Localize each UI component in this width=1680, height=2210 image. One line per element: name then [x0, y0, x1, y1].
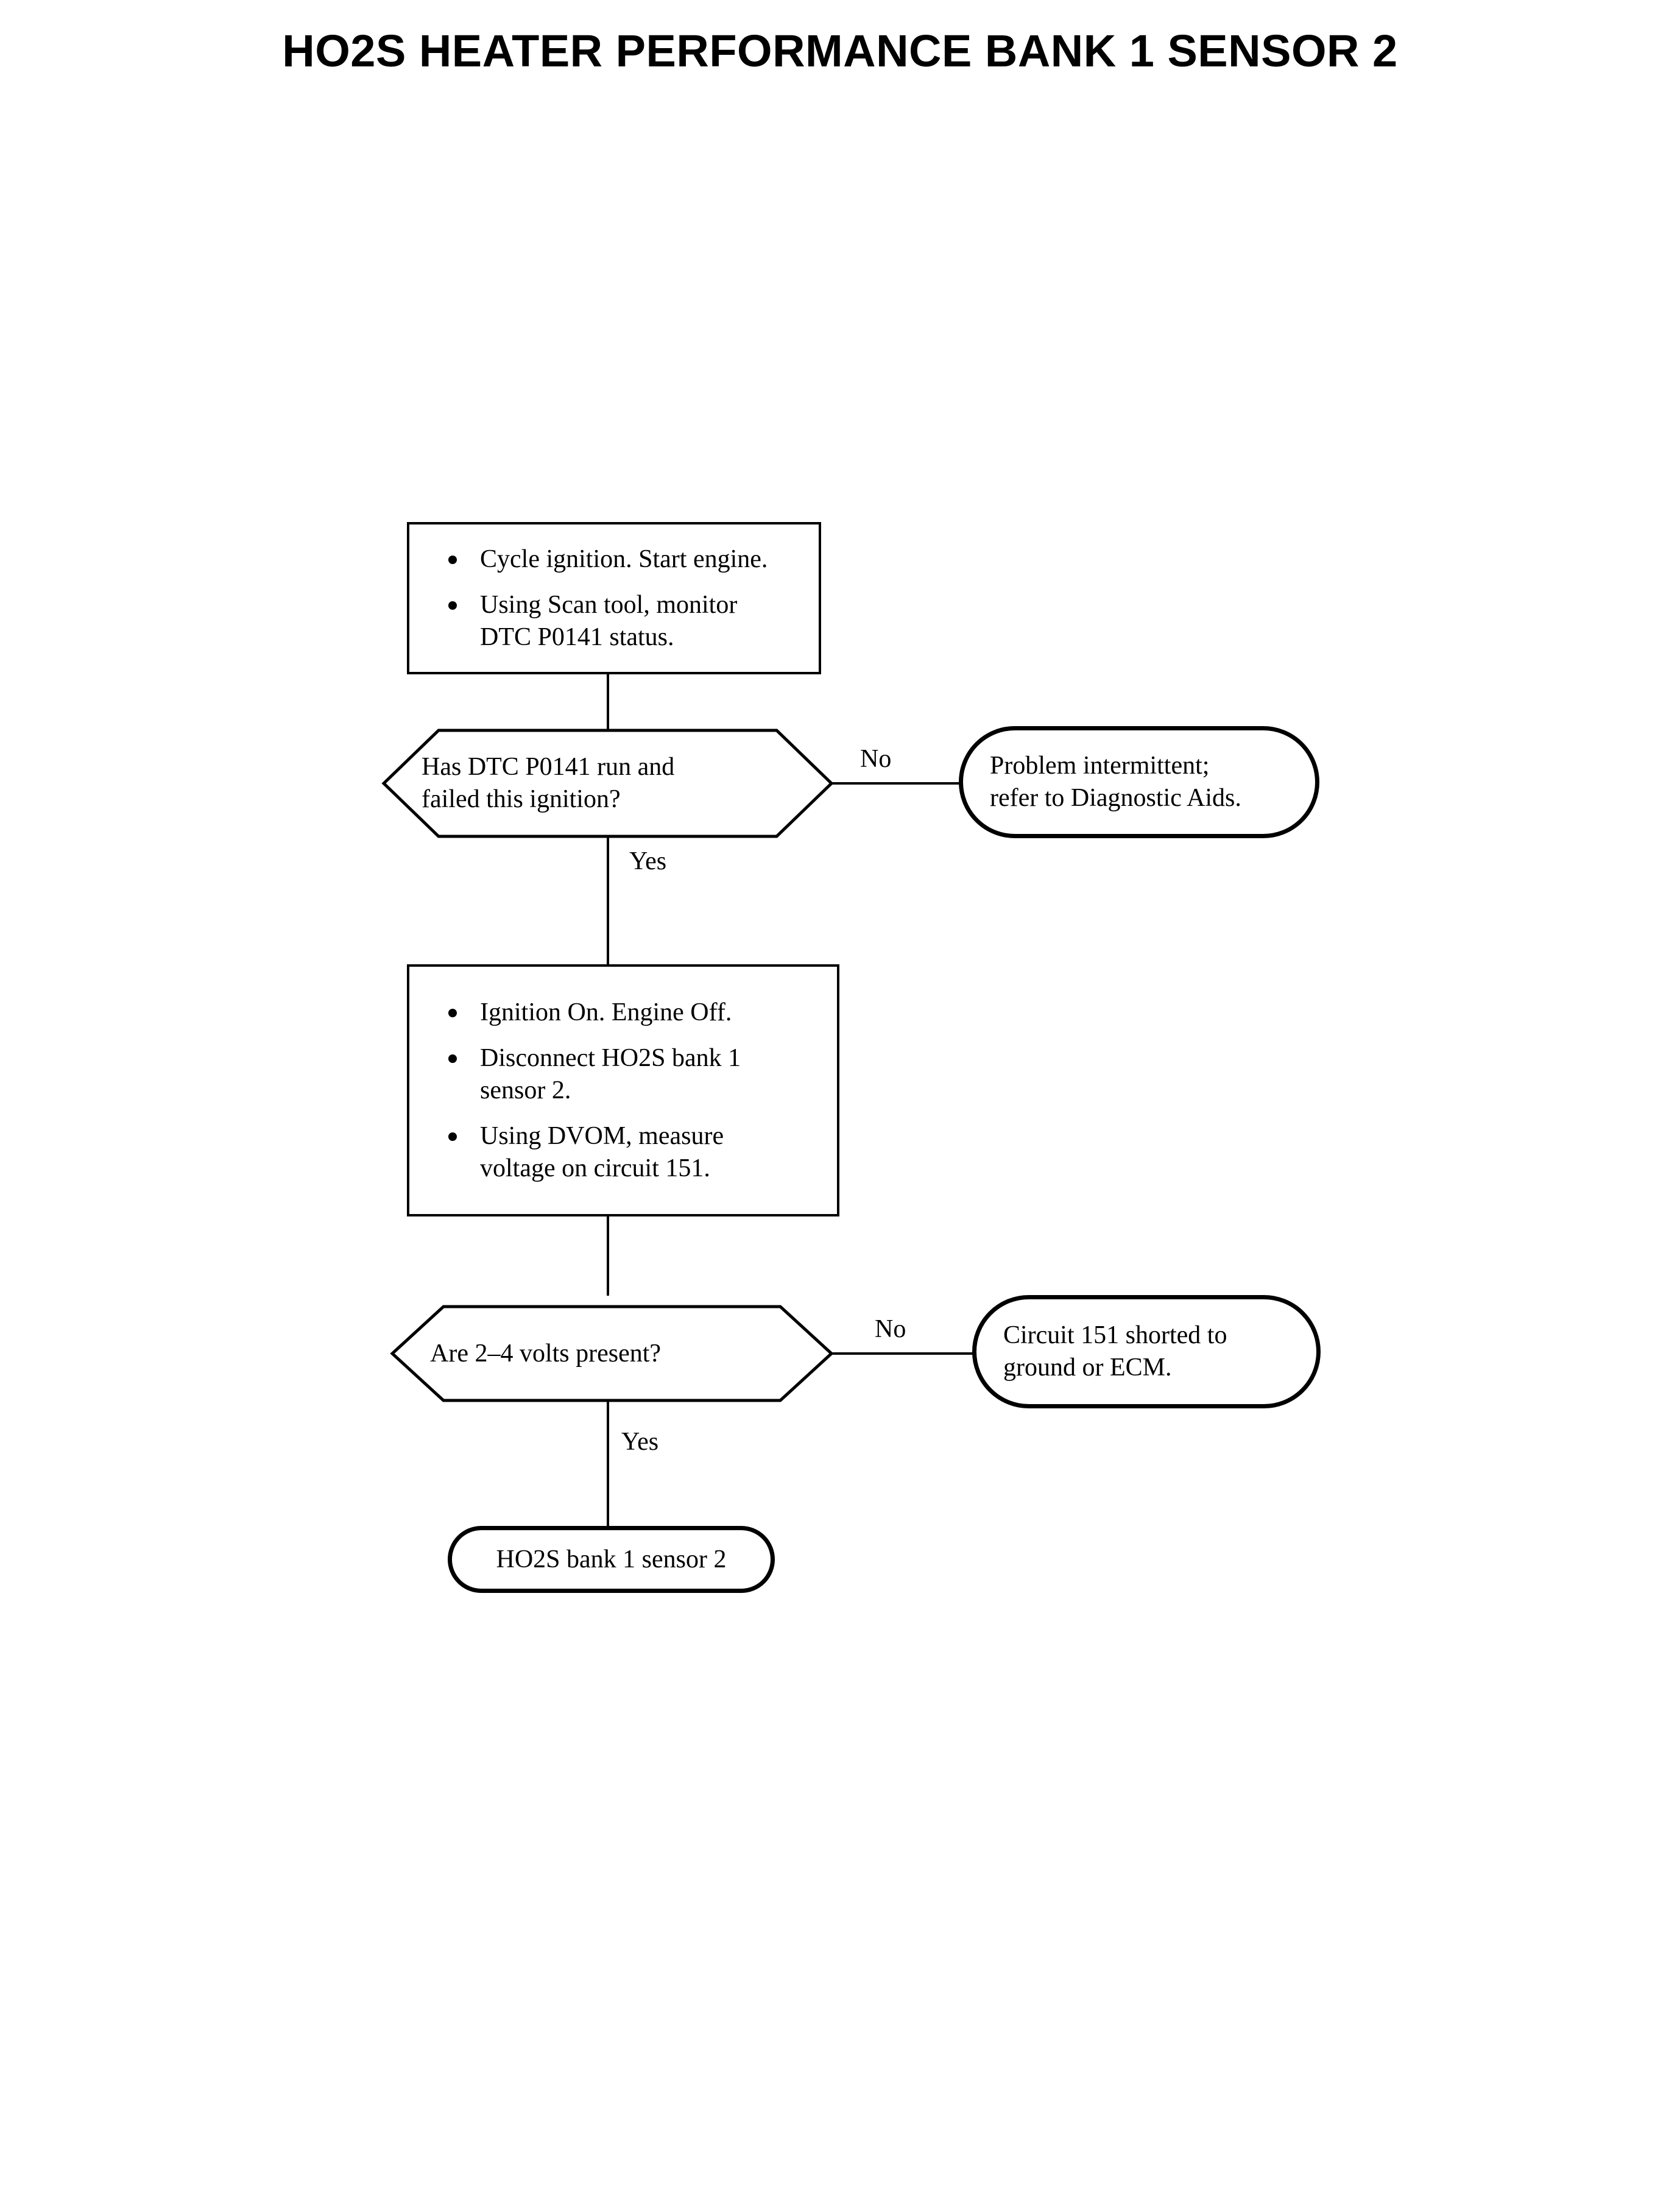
decision-1-label: Has DTC P0141 run and failed this igniti…: [383, 751, 833, 816]
decision-1-line-2: failed this ignition?: [422, 785, 621, 813]
list-item: Using DVOM, measure voltage on circuit 1…: [445, 1120, 816, 1185]
list-item: Ignition On. Engine Off.: [445, 997, 816, 1029]
bullet-dot-icon: [448, 555, 457, 564]
step-2-bullet-2-line-2: sensor 2.: [480, 1076, 571, 1104]
branch-label-decision1-no: No: [860, 745, 892, 773]
step-2-bullet-1-text: Ignition On. Engine Off.: [480, 998, 732, 1026]
bullet-dot-icon: [448, 601, 457, 610]
terminator-3-text: HO2S bank 1 sensor 2: [496, 1545, 727, 1573]
terminator-problem-intermittent: Problem intermittent; refer to Diagnosti…: [959, 726, 1319, 838]
bullet-dot-icon: [448, 1054, 457, 1063]
terminator-ho2s-bank-1-sensor-2: HO2S bank 1 sensor 2: [448, 1526, 775, 1593]
connector-decision1-no-branch: [831, 782, 961, 785]
page-title: HO2S HEATER PERFORMANCE BANK 1 SENSOR 2: [282, 26, 1398, 76]
step-1-bullet-2-line-2: DTC P0141 status.: [480, 623, 674, 651]
decision-1-line-1: Has DTC P0141 run and: [422, 753, 675, 781]
list-item: Cycle ignition. Start engine.: [445, 543, 798, 576]
step-2-bullet-list: Ignition On. Engine Off. Disconnect HO2S…: [409, 997, 837, 1185]
terminator-2-line-2: ground or ECM.: [1003, 1354, 1172, 1382]
decision-are-2-4-volts-present: Are 2–4 volts present?: [390, 1305, 834, 1402]
list-item: Using Scan tool, monitor DTC P0141 statu…: [445, 589, 798, 654]
process-box-step-1: Cycle ignition. Start engine. Using Scan…: [407, 522, 821, 674]
step-2-bullet-2-line-1: Disconnect HO2S bank 1: [480, 1043, 741, 1072]
connector-step2-to-decision2: [607, 1216, 609, 1296]
process-box-step-2: Ignition On. Engine Off. Disconnect HO2S…: [407, 964, 839, 1216]
branch-label-decision2-no: No: [875, 1315, 906, 1343]
terminator-2-line-1: Circuit 151 shorted to: [1003, 1321, 1227, 1349]
connector-decision2-no-branch: [831, 1352, 974, 1355]
decision-2-text: Are 2–4 volts present?: [430, 1339, 662, 1368]
terminator-1-label: Problem intermittent; refer to Diagnosti…: [963, 750, 1315, 814]
step-2-bullet-3-line-2: voltage on circuit 151.: [480, 1154, 710, 1182]
step-1-bullet-list: Cycle ignition. Start engine. Using Scan…: [409, 543, 819, 654]
connector-step1-to-decision1: [607, 674, 609, 731]
step-1-bullet-2-line-1: Using Scan tool, monitor: [480, 590, 738, 619]
terminator-2-label: Circuit 151 shorted to ground or ECM.: [976, 1319, 1316, 1384]
bullet-dot-icon: [448, 1008, 457, 1017]
terminator-circuit-151-shorted: Circuit 151 shorted to ground or ECM.: [972, 1295, 1321, 1408]
step-1-bullet-1-text: Cycle ignition. Start engine.: [480, 545, 768, 573]
list-item: Disconnect HO2S bank 1 sensor 2.: [445, 1042, 816, 1107]
terminator-1-line-2: refer to Diagnostic Aids.: [990, 784, 1241, 812]
connector-decision1-yes-branch: [607, 836, 609, 966]
branch-label-decision1-yes: Yes: [629, 847, 667, 875]
branch-label-decision2-yes: Yes: [621, 1428, 659, 1456]
decision-has-dtc-run-and-failed: Has DTC P0141 run and failed this igniti…: [381, 729, 834, 838]
terminator-3-label: HO2S bank 1 sensor 2: [452, 1544, 771, 1576]
bullet-dot-icon: [448, 1132, 457, 1141]
decision-2-label: Are 2–4 volts present?: [391, 1338, 833, 1370]
terminator-1-line-1: Problem intermittent;: [990, 752, 1210, 780]
step-2-bullet-3-line-1: Using DVOM, measure: [480, 1121, 724, 1150]
connector-decision2-yes-branch: [607, 1401, 609, 1535]
